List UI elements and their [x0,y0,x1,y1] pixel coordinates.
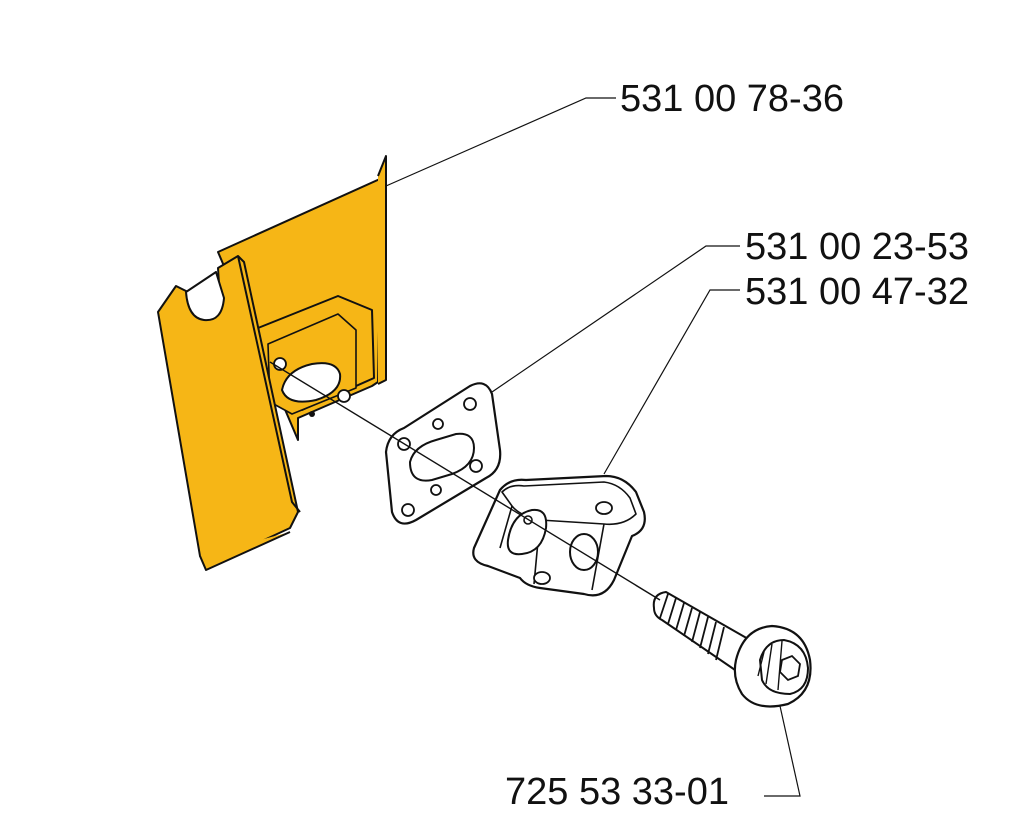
gasket-hole [401,503,415,517]
heat-shield-hole [337,389,351,403]
leader-line [603,289,740,475]
heat-shield-hole [309,411,315,417]
gasket-hole [430,484,442,496]
gasket-port [408,432,476,482]
heat-shield-plate [157,155,387,571]
gasket-hole [469,459,483,473]
gasket [384,382,502,525]
leader-line [764,705,801,797]
bolt-head-flutes [757,640,783,691]
flange-block-hole [595,501,613,515]
part-number-label: 725 53 33-01 [505,771,729,813]
bolt-threads [659,593,725,661]
part-number-label: 531 00 47-32 [745,271,969,313]
heat-shield-flap-edge [237,255,301,513]
flange-block [472,474,646,597]
part-number-label: 531 00 23-53 [745,226,969,268]
gasket-hole [463,397,477,411]
gasket-hole [432,418,444,430]
heat-shield-notch [185,271,225,322]
flange-block-hole [533,571,551,585]
heat-shield-fold-edge [377,155,387,385]
leader-line [491,245,740,393]
bolt [652,591,812,708]
heat-shield-port-opening [280,362,342,403]
leader-line [385,97,616,187]
bolt-hex-socket [779,654,801,682]
part-number-label: 531 00 78-36 [620,78,844,120]
heat-shield-bottom-edge [199,531,291,571]
flange-block-slot [506,508,548,556]
flange-block-bore [569,533,599,571]
assembly-axis-line [269,361,661,601]
